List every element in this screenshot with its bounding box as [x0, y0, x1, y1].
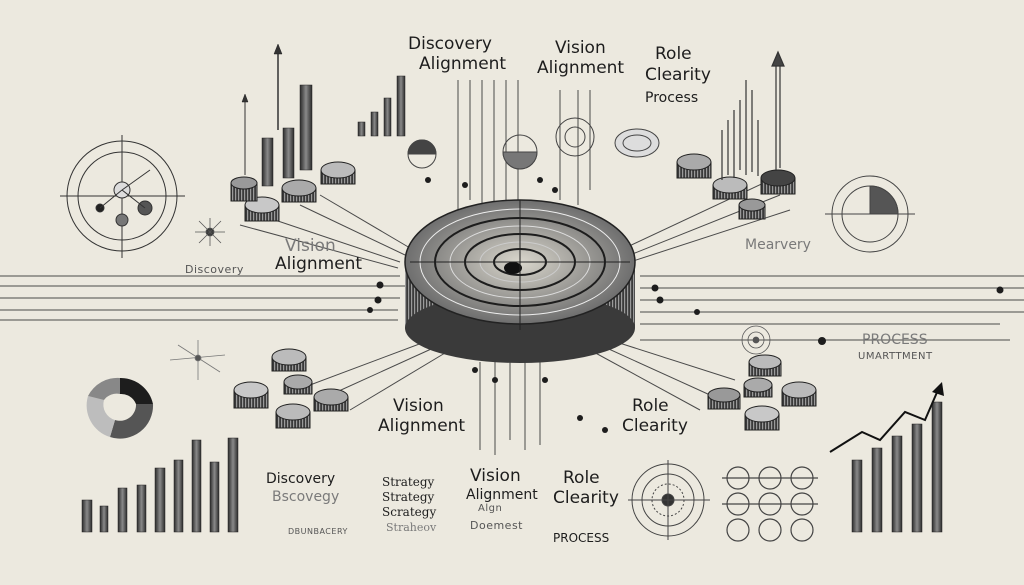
label-discovery-left: Discovery — [185, 263, 244, 276]
circle-diagram-left — [60, 135, 185, 258]
network-icon-left — [169, 340, 226, 380]
label-strategy-bottom-4: Straheov — [386, 521, 437, 534]
label-vision-top: Vision — [555, 38, 606, 58]
label-alignment-mid: Alignment — [378, 416, 466, 436]
label-discovery-top: Discovery — [408, 34, 492, 54]
label-vision-left: Vision — [285, 236, 336, 256]
label-strategy-bottom-3: Scrategy — [382, 505, 437, 519]
label-alignment-left: Alignment — [275, 254, 363, 274]
bar-chart-top-center — [357, 75, 406, 137]
label-mearvery-right: Mearvery — [745, 237, 811, 253]
left-horizontal-lines — [0, 194, 411, 321]
label-discovery-bottom-1: Discovery — [266, 471, 336, 487]
burst-icon-left — [195, 218, 225, 246]
label-discovery-bottom-3: DBUNBACERY — [288, 527, 348, 536]
label-algn-bottom: Algn — [478, 503, 503, 514]
label-process-right: PROCESS — [862, 332, 928, 348]
label-vision-bottom: Vision — [470, 466, 521, 486]
label-discovery-bottom-2: Bscovegy — [272, 489, 340, 505]
label-clearity-top: Clearity — [645, 65, 711, 85]
label-strategy-bottom-2: Strategy — [382, 490, 435, 504]
bar-chart-bottom-right — [829, 382, 944, 533]
coin-stacks — [230, 153, 817, 431]
label-role-mid: Role — [632, 396, 669, 416]
label-process-top: Process — [645, 90, 699, 106]
label-clearity-bottom: Clearity — [553, 488, 619, 508]
label-strategy-bottom-1: Strategy — [382, 475, 435, 489]
right-horizontal-lines — [624, 179, 1024, 341]
label-alignment-bottom: Alignment — [466, 487, 538, 503]
label-vision-mid: Vision — [393, 396, 444, 416]
radiating-lines-bottom — [309, 339, 736, 455]
label-doemest-bottom: Doemest — [470, 519, 523, 532]
top-vertical-lines — [457, 80, 591, 215]
label-process-bottom: PROCESS — [553, 531, 610, 545]
central-disc — [404, 199, 636, 363]
small-circles-top — [407, 117, 660, 170]
label-clearity-mid: Clearity — [622, 416, 688, 436]
label-umartment-right: UMARTTMENT — [858, 351, 933, 362]
bar-chart-top-left — [241, 43, 313, 187]
bar-cluster-top-right — [721, 50, 785, 180]
label-vision-alignment-top: Alignment — [537, 58, 625, 78]
donut-chart — [86, 377, 154, 439]
label-role-top: Role — [655, 44, 692, 64]
node-grid — [722, 466, 818, 542]
label-alignment-top: Alignment — [419, 54, 507, 74]
label-role-bottom: Role — [563, 468, 600, 488]
small-target-right — [741, 325, 771, 355]
bar-chart-bottom-left — [81, 437, 239, 533]
bottom-target — [628, 460, 710, 540]
target-circle-right — [825, 175, 915, 253]
line-dots — [367, 177, 1004, 433]
